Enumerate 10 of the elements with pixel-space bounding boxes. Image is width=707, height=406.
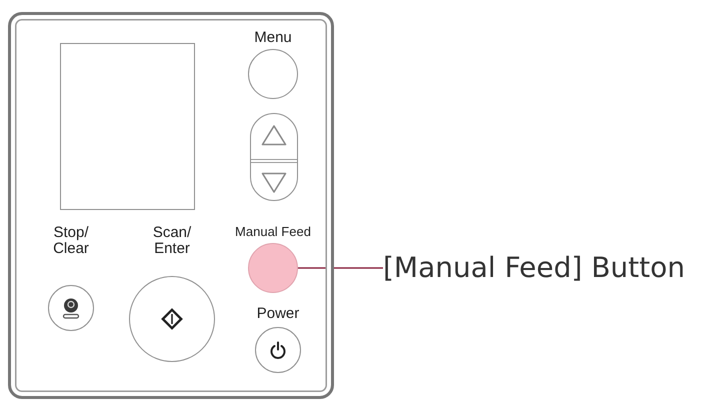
leader-line [298, 267, 383, 269]
button-label: Stop/ Clear [53, 225, 89, 257]
button-label: Power [256, 306, 300, 322]
button-label: Manual Feed [235, 225, 311, 239]
display-screen [60, 43, 195, 210]
up-down-button [250, 113, 298, 201]
control-panel [8, 12, 334, 399]
button-label: Scan/ Enter [152, 225, 192, 257]
button-label: Menu [254, 30, 292, 46]
callout-label: [Manual Feed] Button [383, 252, 685, 284]
